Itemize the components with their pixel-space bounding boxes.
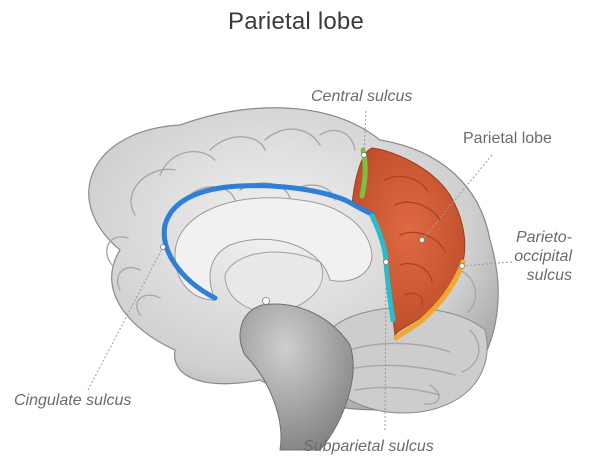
dot-cingulate [161,245,166,250]
label-central-sulcus: Central sulcus [311,87,412,106]
dot-central [362,153,367,158]
dot-subparietal [384,260,389,265]
label-subparietal-sulcus: Subparietal sulcus [303,437,434,456]
label-po-line2: occipital [480,247,572,266]
label-parietal-lobe: Parietal lobe [463,129,552,148]
label-cingulate-sulcus: Cingulate sulcus [14,391,131,410]
label-po-line3: sulcus [480,266,572,285]
dot-parietal [420,238,425,243]
label-po-line1: Parieto- [480,228,572,247]
dot-callosum [263,298,270,305]
label-parieto-occipital-sulcus: Parieto- occipital sulcus [480,228,572,285]
dot-po [460,264,465,269]
